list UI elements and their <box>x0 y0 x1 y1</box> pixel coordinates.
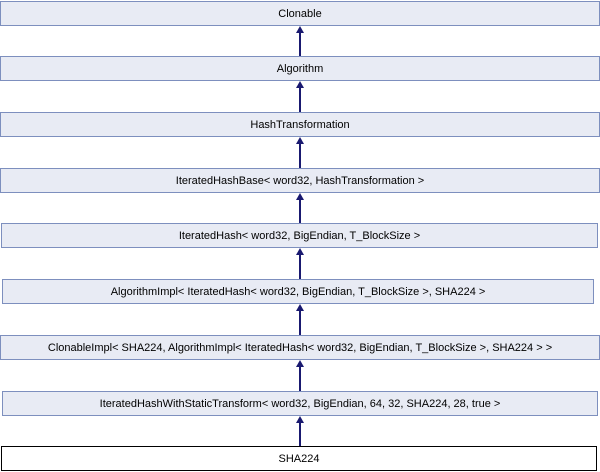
inheritance-arrow <box>295 26 305 56</box>
class-node-label: ClonableImpl< SHA224, AlgorithmImpl< Ite… <box>47 341 553 354</box>
class-node-clonableimpl[interactable]: ClonableImpl< SHA224, AlgorithmImpl< Ite… <box>0 335 600 360</box>
arrow-shaft <box>299 84 301 112</box>
class-node-label: IteratedHash< word32, BigEndian, T_Block… <box>178 229 421 242</box>
class-node-label: SHA224 <box>278 452 320 465</box>
class-node-sha224-current: SHA224 <box>1 446 597 471</box>
arrow-shaft <box>299 307 301 335</box>
class-node-label: Algorithm <box>276 62 324 75</box>
class-node-label: AlgorithmImpl< IteratedHash< word32, Big… <box>110 285 486 298</box>
inheritance-arrow <box>295 137 305 168</box>
inheritance-arrow <box>295 304 305 335</box>
inheritance-arrow <box>295 416 305 446</box>
arrow-shaft <box>299 29 301 56</box>
class-node-label: HashTransformation <box>250 118 350 131</box>
class-node-iteratedhash[interactable]: IteratedHash< word32, BigEndian, T_Block… <box>1 223 598 248</box>
class-node-label: Clonable <box>278 7 322 20</box>
arrow-shaft <box>299 251 301 279</box>
class-node-iteratedhashwithstatictransform[interactable]: IteratedHashWithStaticTransform< word32,… <box>2 391 598 416</box>
inheritance-arrow <box>295 193 305 223</box>
class-node-clonable[interactable]: Clonable <box>0 1 600 26</box>
class-node-algorithm[interactable]: Algorithm <box>0 56 600 81</box>
class-node-algorithmimpl[interactable]: AlgorithmImpl< IteratedHash< word32, Big… <box>2 279 594 304</box>
class-node-label: IteratedHashWithStaticTransform< word32,… <box>99 397 501 410</box>
arrow-shaft <box>299 140 301 168</box>
inheritance-arrow <box>295 360 305 391</box>
arrow-shaft <box>299 419 301 446</box>
arrow-shaft <box>299 196 301 223</box>
class-node-hashtransformation[interactable]: HashTransformation <box>0 112 600 137</box>
class-node-iteratedhashbase[interactable]: IteratedHashBase< word32, HashTransforma… <box>0 168 600 193</box>
arrow-shaft <box>299 363 301 391</box>
class-node-label: IteratedHashBase< word32, HashTransforma… <box>175 174 425 187</box>
inheritance-arrow <box>295 248 305 279</box>
inheritance-arrow <box>295 81 305 112</box>
